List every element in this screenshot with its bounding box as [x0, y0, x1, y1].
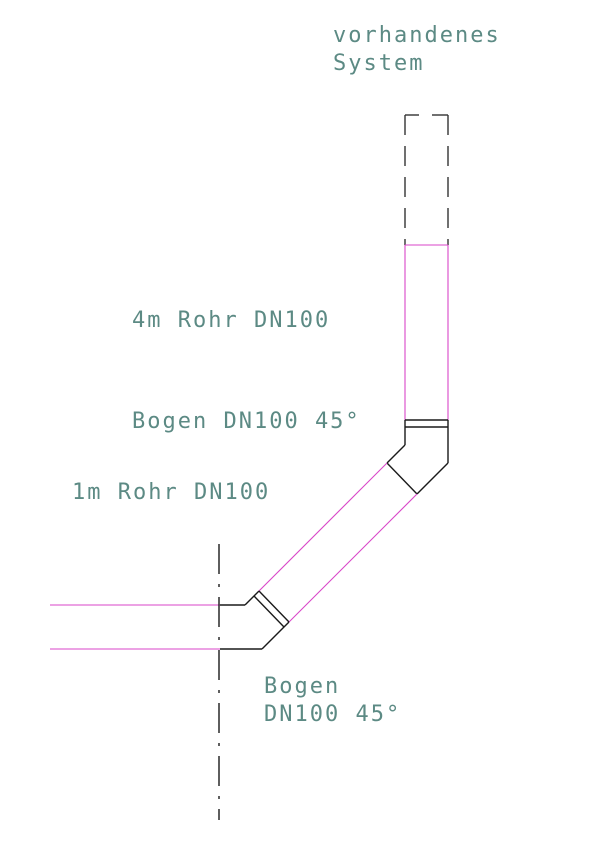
bend-upper-outer-diagonal	[416, 462, 449, 495]
pipe-1m-lower-edge	[288, 493, 418, 623]
label-pipe-4m: 4m Rohr DN100	[132, 308, 330, 333]
bend-upper	[386, 419, 449, 495]
label-bend-upper: Bogen DN100 45°	[132, 409, 361, 434]
label-existing-system-line1: vorhandenes	[333, 23, 501, 48]
label-existing-system-line2: System	[333, 51, 424, 76]
bend-lower-upper-diagonal	[244, 590, 260, 606]
bend-lower-lower-diagonal	[261, 621, 290, 650]
bend-upper-inner-diagonal	[386, 444, 406, 464]
label-bend-lower-line1: Bogen	[264, 674, 340, 699]
pipe-4m	[404, 244, 449, 420]
pipe-1m	[258, 462, 418, 623]
pipe-1m-upper-edge	[258, 462, 388, 592]
pipe-horizontal	[50, 604, 220, 650]
bend-lower-socket-bottom	[253, 595, 285, 628]
bend-lower	[220, 590, 290, 650]
label-bend-lower-line2: DN100 45°	[264, 702, 401, 727]
label-pipe-1m: 1m Rohr DN100	[72, 480, 270, 505]
bend-upper-end-edge	[386, 462, 418, 495]
existing-system-pipe	[404, 114, 449, 245]
bend-lower-socket-top	[258, 590, 290, 623]
